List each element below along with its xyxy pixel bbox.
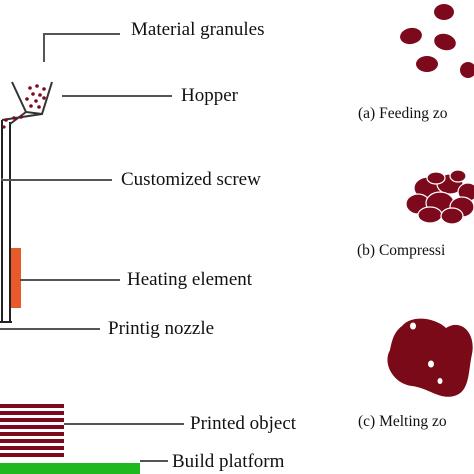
printed-object (0, 404, 64, 457)
heating-element (11, 248, 21, 308)
label-hopper: Hopper (181, 85, 238, 106)
compression-zone-granules (405, 169, 474, 225)
leader-lines (0, 33, 184, 462)
hopper-granules (2, 84, 46, 129)
caption-melting-zone: (c) Melting zo (358, 413, 447, 430)
label-heating-element: Heating element (127, 269, 253, 290)
label-build-platform: Build platform (172, 451, 285, 472)
label-printed-object: Printed object (190, 413, 297, 434)
melting-zone-blob (387, 318, 473, 397)
caption-compression-zone: (b) Compressi (357, 242, 446, 259)
feeding-zone-granules (400, 4, 474, 78)
label-printing-nozzle: Printig nozzle (108, 318, 215, 339)
build-platform (0, 463, 140, 474)
extruder-barrel (0, 120, 12, 323)
label-material-granules: Material granules (131, 19, 265, 40)
caption-feeding-zone: (a) Feeding zo (358, 105, 448, 122)
label-customized-screw: Customized screw (121, 169, 261, 190)
